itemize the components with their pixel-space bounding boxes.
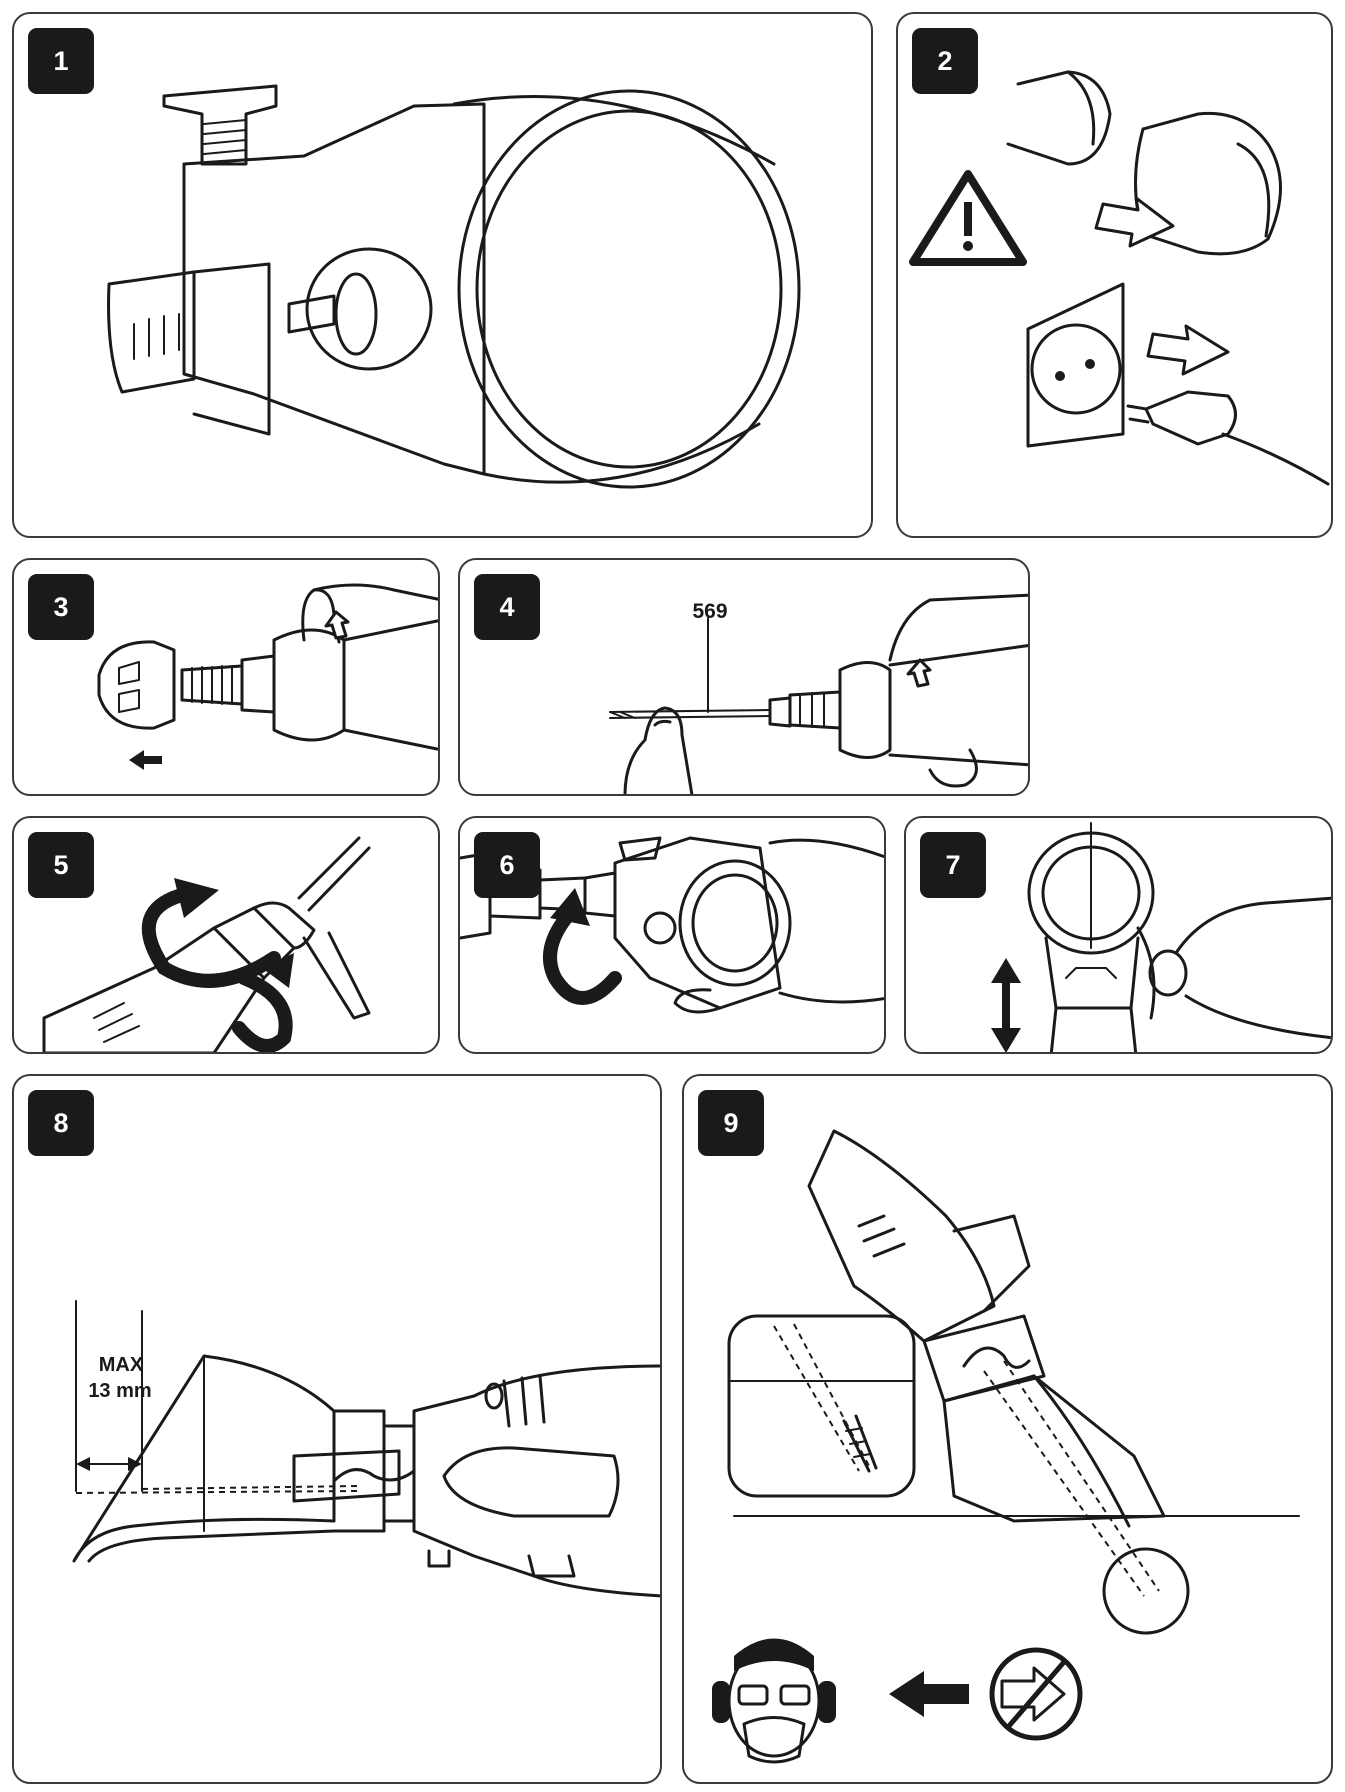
up-down-arrow-icon: [991, 958, 1021, 1052]
depth-dimension-icon: [75, 1300, 143, 1492]
rotation-arrow-icon: [141, 878, 294, 1052]
step-6-panel: 6: [458, 816, 886, 1054]
battery-removal-icon: [1006, 70, 1282, 256]
step-4-panel: 569 4: [458, 558, 1030, 796]
attachment-icon: [1027, 822, 1156, 1052]
hand-icon: [673, 838, 884, 1014]
step-number-badge: 1: [28, 28, 94, 94]
step-number-badge: 5: [28, 832, 94, 898]
max-depth-value: 13 mm: [88, 1380, 152, 1402]
collet-nut-icon: [97, 640, 244, 730]
step-number-badge: 3: [28, 574, 94, 640]
power-socket-icon: [1026, 282, 1125, 448]
warning-triangle-icon: [909, 170, 1027, 266]
hand-icon: [1148, 896, 1331, 1040]
detail-inset-icon: [727, 1314, 916, 1498]
step-number-badge: 7: [920, 832, 986, 898]
hand-icon: [623, 593, 1028, 794]
step-7-panel: 7: [904, 816, 1333, 1054]
drill-attachment-icon: [107, 84, 801, 489]
rotary-tool-icon: [768, 644, 1028, 767]
step-number-badge: 8: [28, 1090, 94, 1156]
step-2-panel: 2: [896, 12, 1333, 538]
step-number-badge: 2: [912, 28, 978, 94]
rotary-tool-icon: [807, 1129, 1190, 1635]
step-8-panel: MAX 13 mm 8: [12, 1074, 662, 1784]
rotary-tool-icon: [240, 619, 438, 751]
drill-bit-icon: [609, 617, 771, 719]
step-number-badge: 6: [474, 832, 540, 898]
step-number-badge: 9: [698, 1090, 764, 1156]
unplug-arrow-icon: [1126, 324, 1330, 486]
part-number-label: 569: [692, 600, 728, 623]
step-9-panel: 9: [682, 1074, 1333, 1784]
rotation-arrow-icon: [543, 888, 622, 1005]
max-label: MAX: [98, 1354, 144, 1376]
rotary-tool-icon: [72, 1354, 660, 1598]
step-1-panel: 1: [12, 12, 873, 538]
hand-icon: [301, 583, 438, 644]
arrow-left-icon: [889, 1671, 969, 1717]
step-3-panel: 3: [12, 558, 440, 796]
protective-gear-icon: [712, 1638, 836, 1764]
step-5-panel: 5: [12, 816, 440, 1054]
no-forward-icon: [989, 1647, 1083, 1741]
step-number-badge: 4: [474, 574, 540, 640]
arrow-left-icon: [129, 750, 162, 770]
